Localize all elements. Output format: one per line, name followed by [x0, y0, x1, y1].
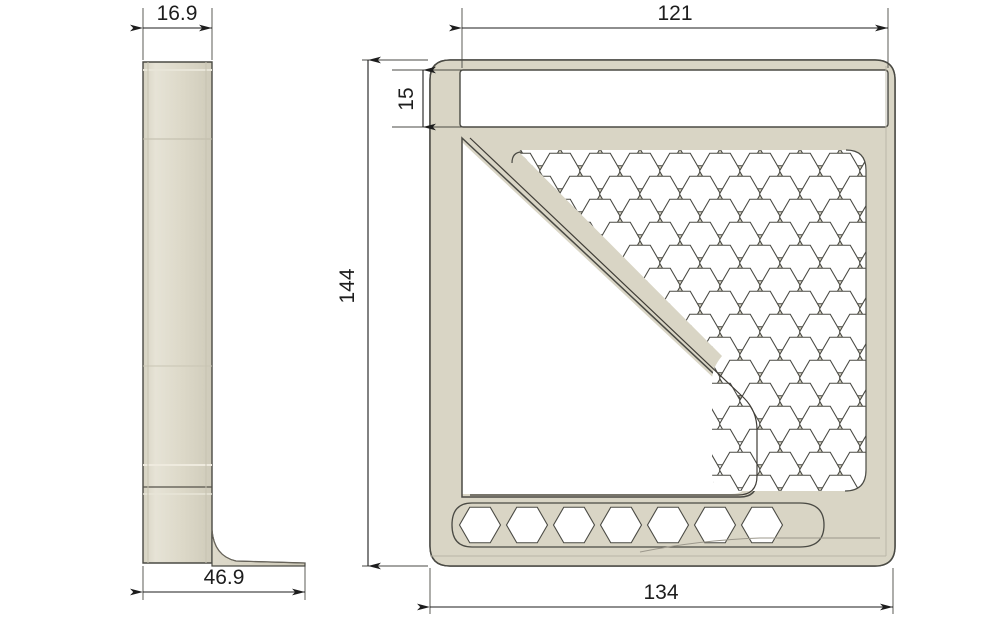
dimension-label-121: 121 — [657, 2, 692, 25]
dimension-label-134: 134 — [643, 581, 678, 604]
bottom-tangent-line — [639, 537, 880, 553]
hexagon-cell — [858, 244, 866, 282]
hexagon-cell — [778, 474, 822, 491]
notch-inner-edge — [469, 137, 758, 496]
hexagon-cell — [552, 506, 596, 544]
dimension-label-16-9: 16.9 — [157, 2, 198, 25]
honeycomb-right-edge — [844, 170, 867, 492]
bottom-hexagon-row — [458, 506, 784, 544]
dimension-46-9: 46.9 — [130, 566, 306, 600]
hexagon-cell — [599, 506, 643, 544]
dimension-15: 15 — [392, 66, 470, 131]
hexagon-cell — [818, 474, 862, 491]
hexagon-cell — [858, 336, 866, 374]
dimension-label-144: 144 — [336, 268, 359, 303]
top-slot — [459, 69, 889, 128]
dimension-134: 134 — [417, 568, 894, 614]
notch-region — [452, 133, 748, 494]
hexagon-cell — [505, 506, 549, 544]
side-view-foot — [211, 529, 306, 567]
bottom-channel-outline — [451, 502, 825, 548]
hexagon-cell — [858, 428, 866, 466]
hexagon-cell — [738, 474, 782, 491]
side-view-fillet-edge — [211, 529, 306, 564]
dimension-16-9: 16.9 — [130, 2, 213, 60]
hexagon-cell — [858, 198, 866, 236]
dimension-121: 121 — [449, 2, 889, 68]
honeycomb-corner-tl — [511, 151, 523, 164]
dimension-label-46-9: 46.9 — [204, 566, 245, 589]
hexagon-cell — [740, 506, 784, 544]
front-view-geometry — [429, 59, 896, 567]
hexagon-cell — [693, 506, 737, 544]
dimension-144: 144 — [336, 56, 428, 570]
hexagon-cell — [458, 506, 502, 544]
dimension-label-15: 15 — [395, 87, 418, 110]
hexagon-cell — [858, 290, 866, 328]
hexagon-cell — [646, 506, 690, 544]
side-view-geometry — [142, 61, 306, 567]
side-view-plate — [142, 61, 213, 564]
hexagon-cell — [858, 382, 866, 420]
hexagon-cell — [858, 152, 866, 190]
honeycomb-corner-tr — [845, 149, 867, 171]
